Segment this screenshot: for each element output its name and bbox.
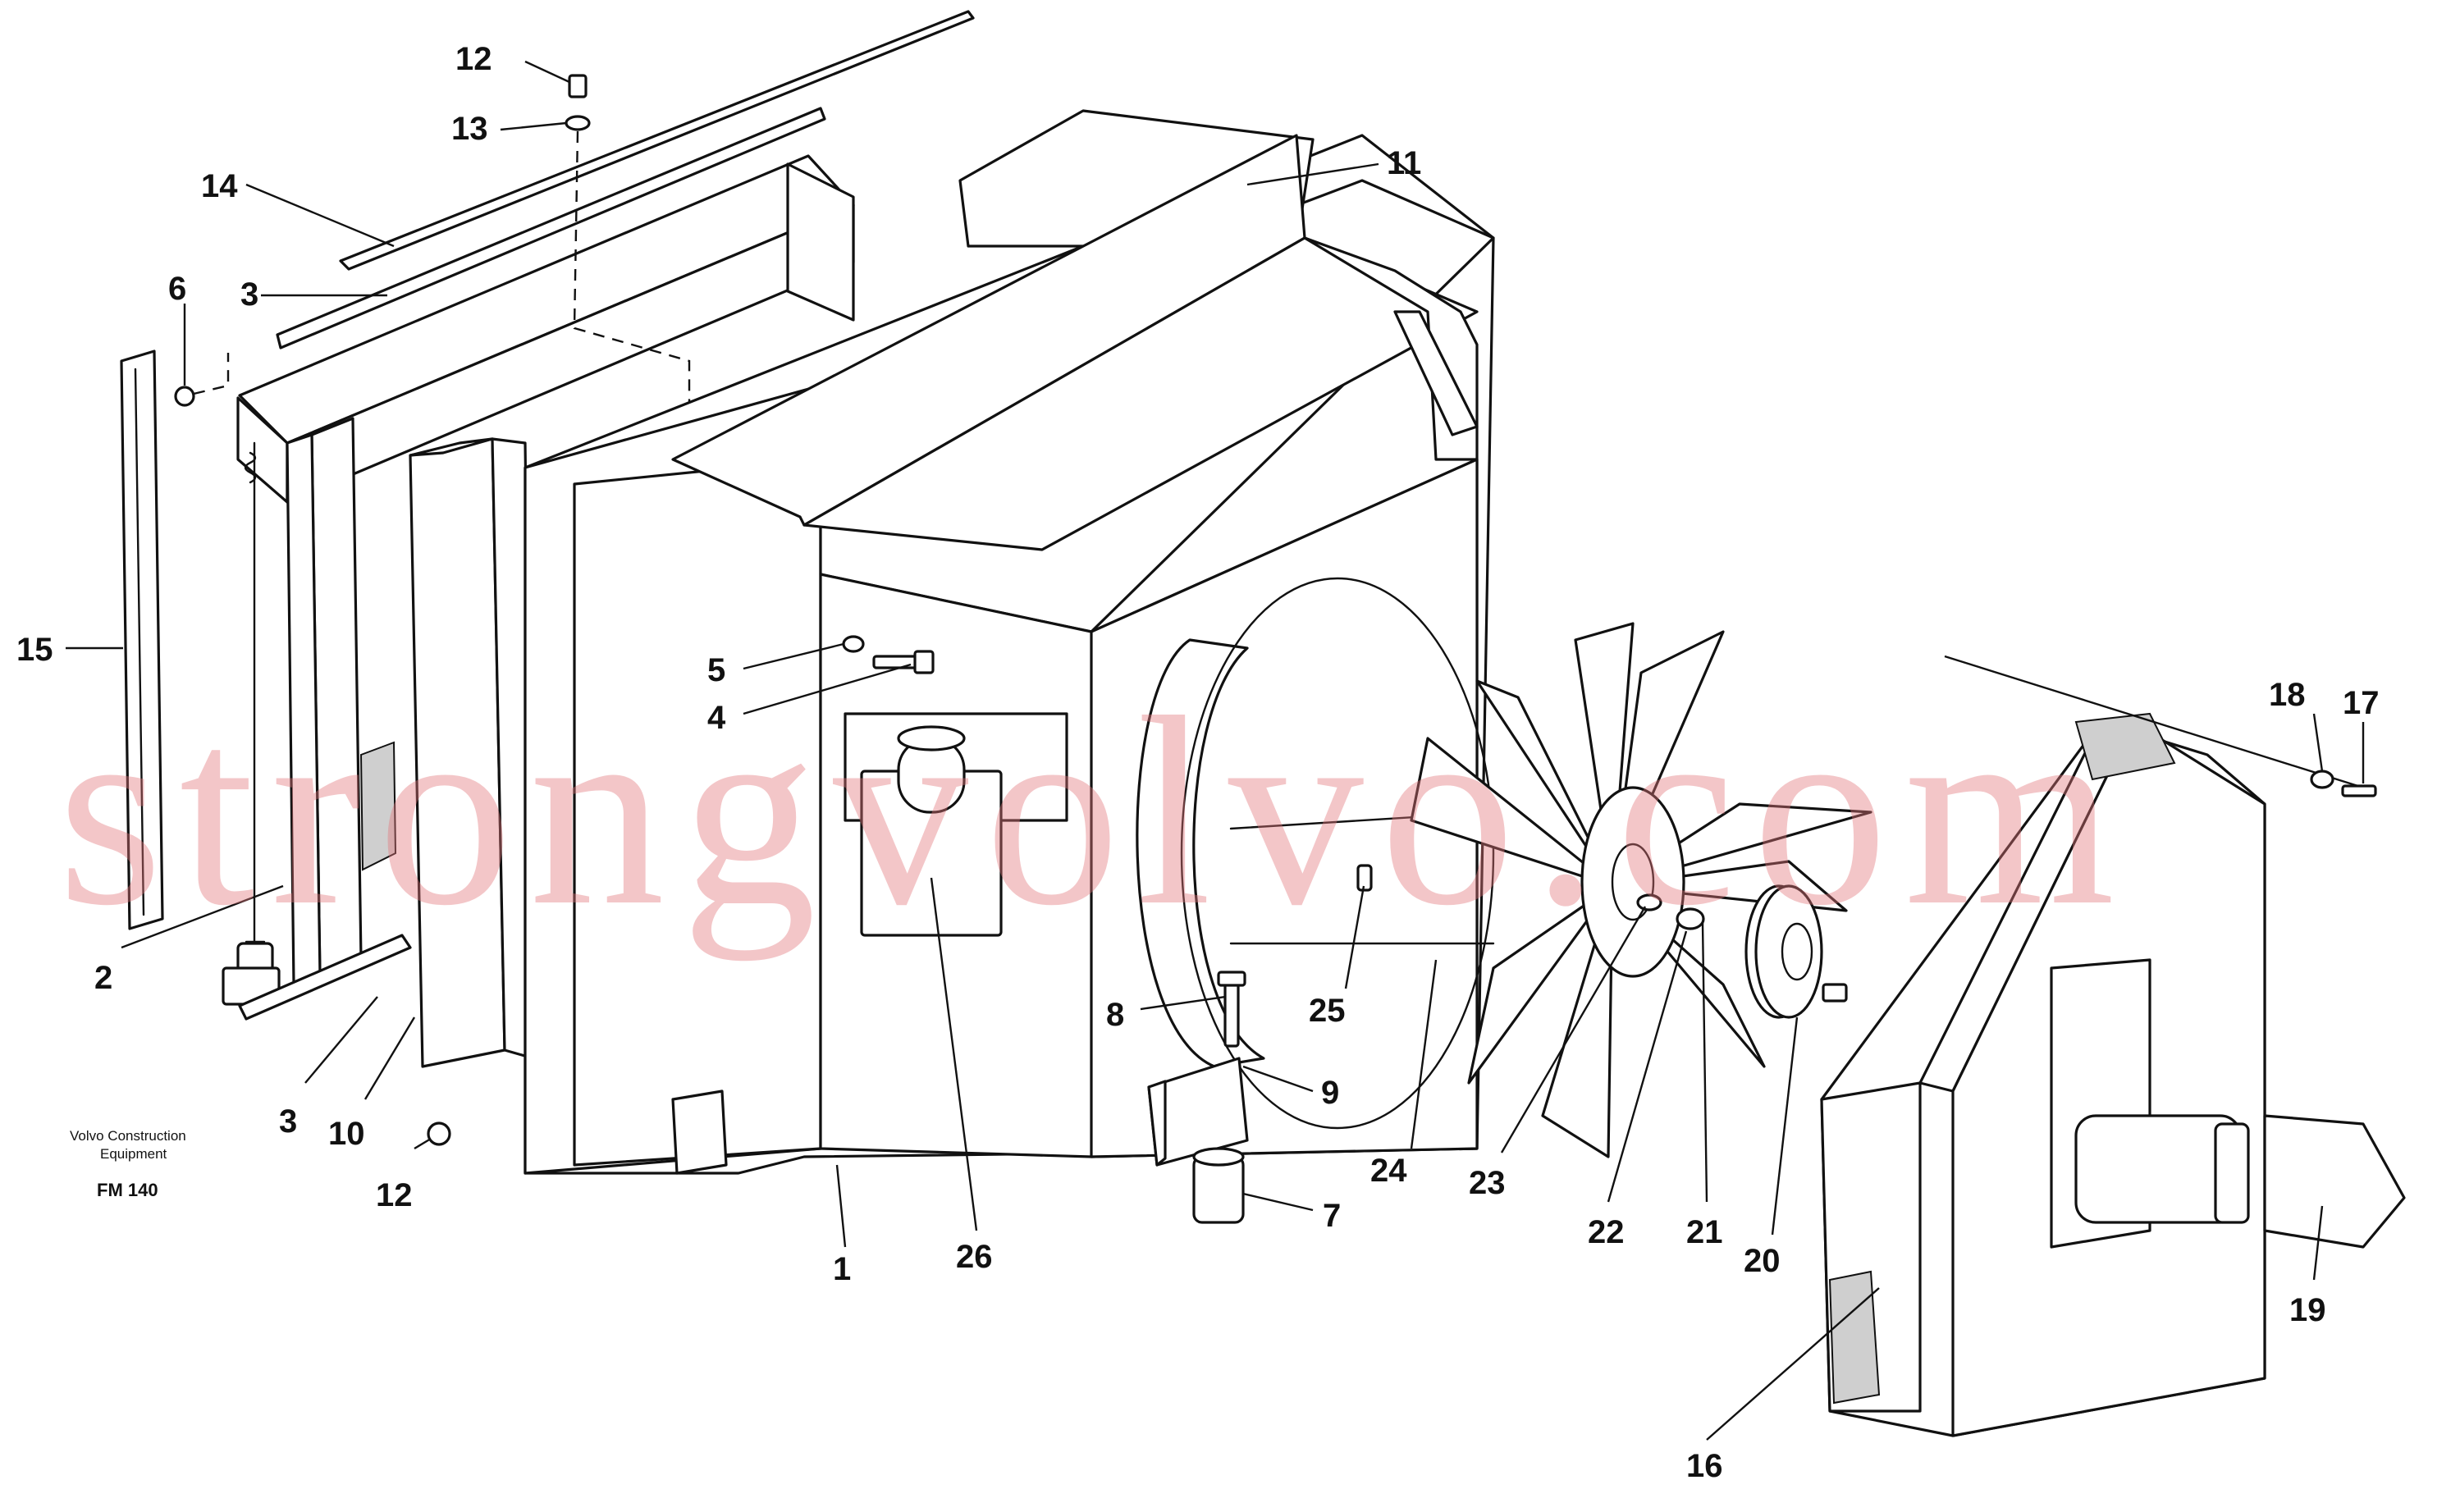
label-19: 19 (2289, 1292, 2326, 1328)
part-10-side-plate (409, 437, 535, 1068)
label-23: 23 (1469, 1165, 1506, 1201)
part-7-8-9-mount (1147, 971, 1249, 1224)
label-24: 24 (1370, 1153, 1407, 1189)
part-25-clip (1356, 864, 1373, 892)
caption-line-1: Volvo Construction (70, 1128, 186, 1144)
part-14-rod (339, 10, 975, 271)
label-9: 9 (1321, 1075, 1339, 1111)
leader-lines (66, 60, 2365, 1441)
part-3-top-seal (276, 107, 826, 349)
label-5: 5 (707, 652, 725, 688)
label-20: 20 (1744, 1243, 1781, 1279)
label-2: 2 (94, 960, 112, 996)
label-10: 10 (328, 1116, 365, 1152)
part-number-labels: 12 13 14 6 3 15 2 3 10 12 5 4 11 1 26 8 … (16, 41, 2380, 1484)
label-7: 7 (1323, 1198, 1341, 1234)
part-6-clip (174, 353, 230, 407)
part-19-motor (2074, 1114, 2406, 1249)
radiator-core (222, 154, 855, 1021)
label-21: 21 (1686, 1214, 1723, 1250)
part-15-side-strip (120, 349, 164, 930)
label-26: 26 (956, 1239, 993, 1275)
label-1: 1 (833, 1251, 851, 1287)
diagram-caption: Volvo Construction Equipment FM 140 (70, 1128, 186, 1200)
label-8: 8 (1106, 997, 1124, 1033)
part-24-fan (1410, 622, 1872, 1158)
label-4: 4 (707, 700, 726, 736)
part-12-bottom-screw (427, 1121, 451, 1146)
label-14: 14 (201, 168, 238, 204)
part-17-18-fastener (2310, 770, 2377, 797)
part-26-valve-block (860, 725, 1003, 937)
label-6: 6 (168, 271, 186, 307)
label-25: 25 (1309, 993, 1346, 1029)
label-12-bottom: 12 (376, 1177, 413, 1213)
part-16-guard (1820, 655, 2364, 1437)
label-3-bottom: 3 (279, 1103, 297, 1140)
label-3-top: 3 (240, 276, 258, 313)
label-12-top: 12 (455, 41, 492, 77)
part-20-23-hub (1636, 884, 1848, 1019)
label-17: 17 (2343, 685, 2380, 721)
part-11-top-cover (671, 109, 1479, 551)
label-15: 15 (16, 632, 53, 668)
caption-line-2: Equipment (100, 1146, 167, 1162)
label-16: 16 (1686, 1448, 1723, 1484)
caption-model: FM 140 (97, 1180, 158, 1200)
label-22: 22 (1588, 1214, 1625, 1250)
label-11: 11 (1387, 145, 1421, 181)
label-18: 18 (2269, 677, 2306, 713)
label-13: 13 (451, 111, 488, 147)
